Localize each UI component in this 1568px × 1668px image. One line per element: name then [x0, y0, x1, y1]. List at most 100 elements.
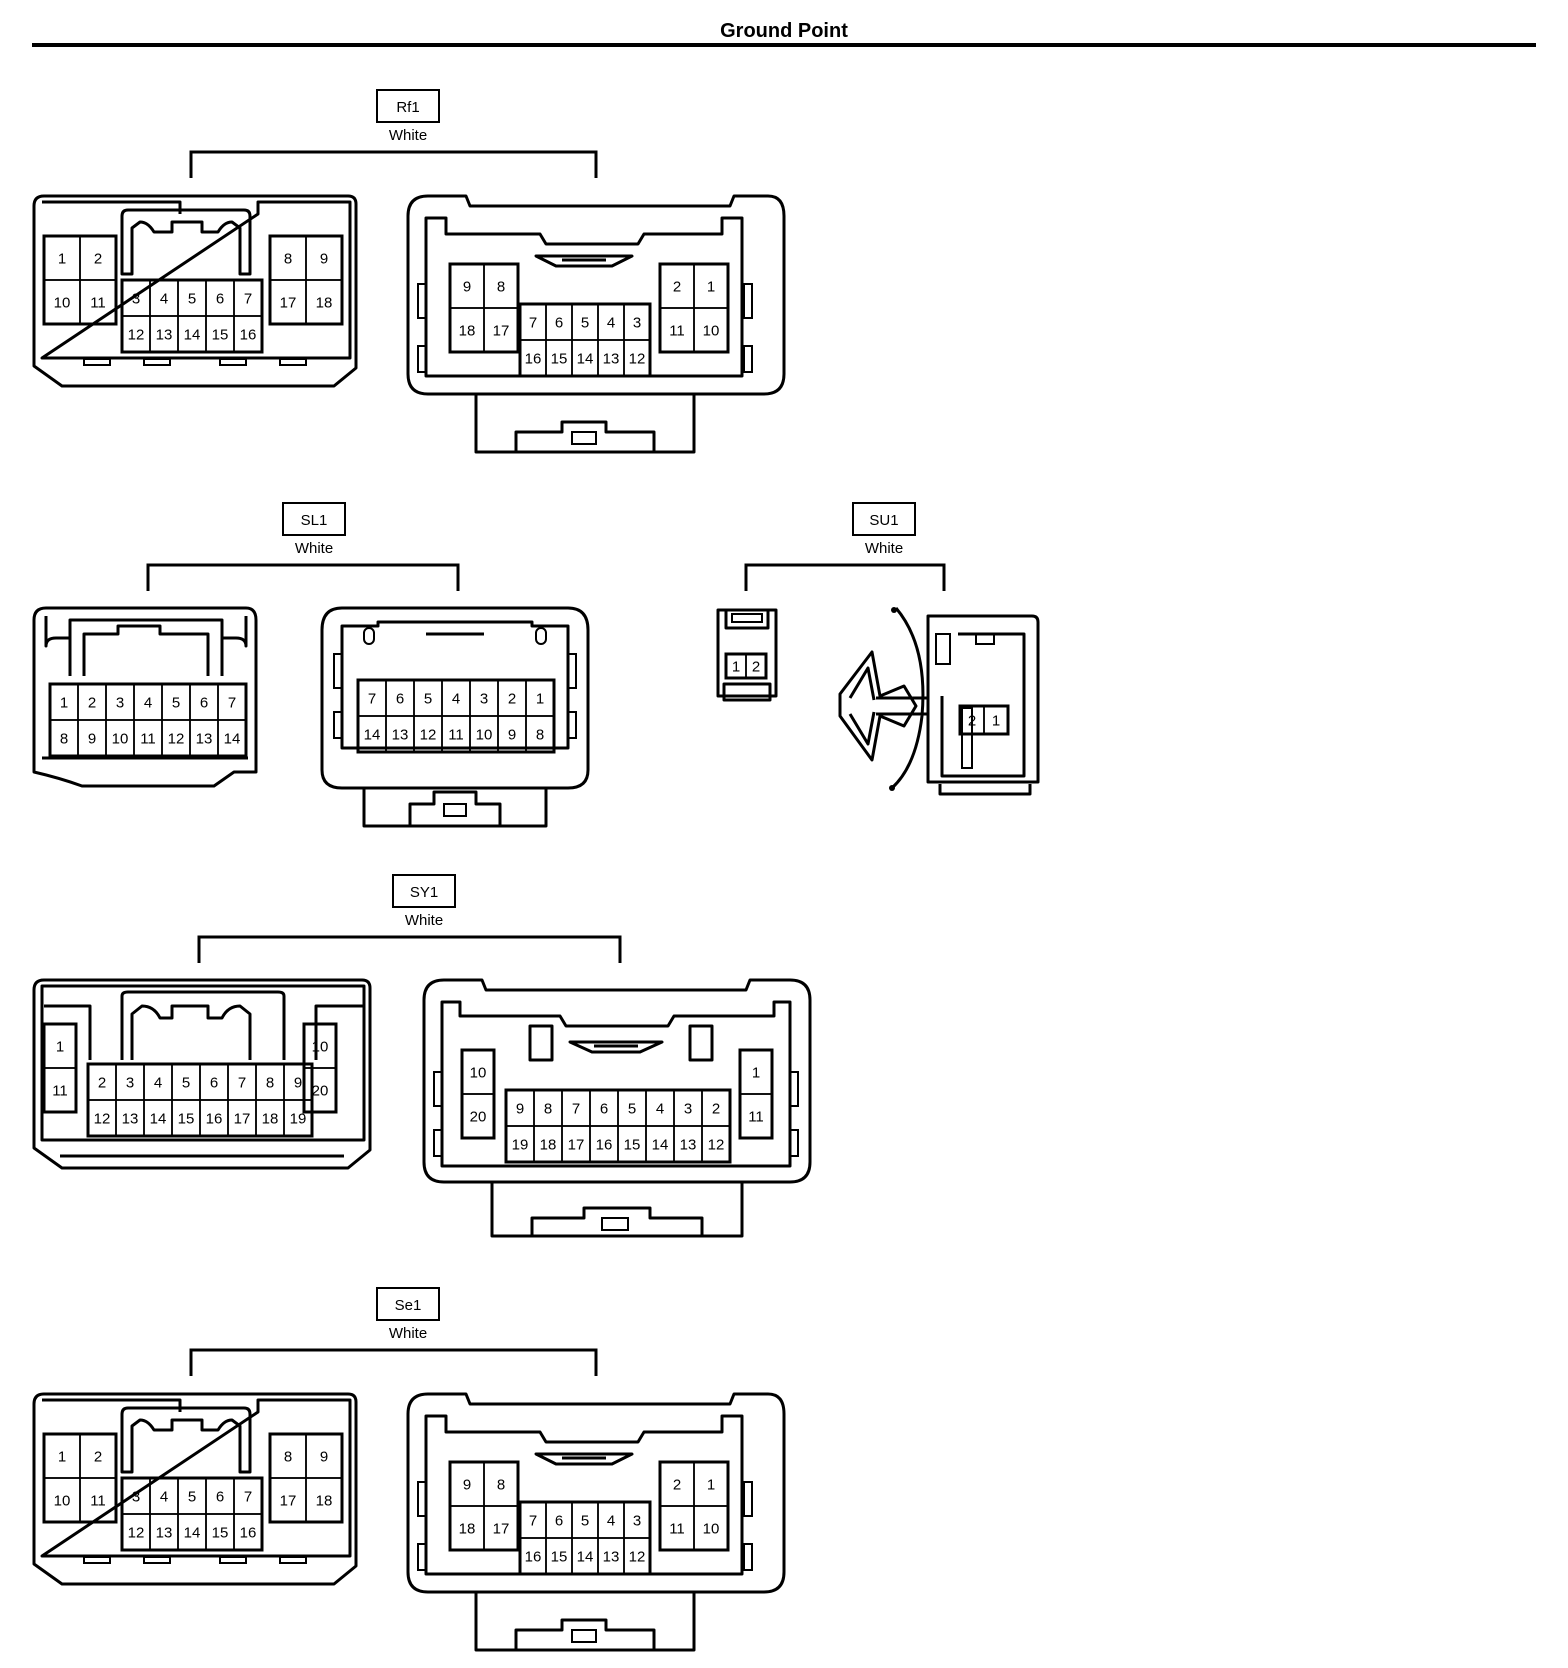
lock-base: [490, 1182, 744, 1238]
pin-18: 18: [316, 295, 333, 312]
latch-inner: [130, 1004, 252, 1060]
housing-inner: [940, 632, 1026, 778]
pin-11: 11: [669, 1521, 685, 1538]
pin-6: 6: [555, 1513, 563, 1530]
pin-11: 11: [90, 295, 106, 312]
pin-8: 8: [284, 1449, 292, 1466]
side-key: [417, 1481, 427, 1517]
pin-5: 5: [424, 691, 432, 708]
pin-2: 2: [712, 1101, 720, 1118]
pin-6: 6: [396, 691, 404, 708]
pin-cell: [43, 1067, 77, 1113]
pin-4: 4: [607, 315, 615, 332]
lock-base: [474, 394, 696, 454]
pin-cell: [745, 653, 767, 679]
pin-1: 1: [58, 251, 66, 268]
pin-5: 5: [581, 315, 589, 332]
pin-cell: [983, 705, 1009, 735]
housing-outline: [32, 978, 372, 1170]
connector-id: Se1: [395, 1297, 422, 1314]
pin-11: 11: [448, 727, 464, 744]
pin-4: 4: [607, 1513, 615, 1530]
pin-14: 14: [184, 1525, 201, 1542]
latch: [120, 990, 286, 1060]
pin-9: 9: [516, 1101, 524, 1118]
housing-outline: [716, 608, 778, 698]
pin-10: 10: [476, 727, 493, 744]
lock-key: [443, 803, 467, 817]
latch-hole: [535, 627, 547, 645]
connector-id-box: [376, 1287, 440, 1321]
pin-4: 4: [452, 691, 460, 708]
pin-12: 12: [94, 1111, 111, 1128]
base: [938, 784, 1032, 796]
pin-14: 14: [577, 351, 594, 368]
bracket: [189, 1348, 598, 1376]
connector-color: White: [865, 540, 903, 557]
pin-cell: [217, 719, 247, 757]
pin-3: 3: [132, 1489, 140, 1506]
pin-2: 2: [88, 695, 96, 712]
guide: [528, 1024, 554, 1062]
pin-8: 8: [544, 1101, 552, 1118]
side-key: [935, 633, 951, 665]
pin-16: 16: [596, 1137, 613, 1154]
pin-cell: [483, 1505, 519, 1551]
pin-1: 1: [536, 691, 544, 708]
housing-outline: [926, 614, 1040, 784]
housing-inner: [340, 620, 570, 750]
pin-18: 18: [316, 1493, 333, 1510]
connector-color: White: [389, 1325, 427, 1342]
side-key: [433, 1129, 443, 1157]
pin-1: 1: [56, 1039, 64, 1056]
pin-8: 8: [536, 727, 544, 744]
pin-1: 1: [60, 695, 68, 712]
pin-4: 4: [656, 1101, 664, 1118]
pin-4: 4: [160, 291, 168, 308]
pin-17: 17: [234, 1111, 251, 1128]
pin-11: 11: [52, 1083, 68, 1100]
pin-18: 18: [540, 1137, 557, 1154]
guide: [961, 707, 973, 769]
pin-5: 5: [628, 1101, 636, 1118]
pin-11: 11: [90, 1493, 106, 1510]
side-key: [789, 1129, 799, 1157]
pin-16: 16: [525, 351, 542, 368]
connector-id: SL1: [301, 512, 328, 529]
side-key: [743, 1543, 753, 1571]
pin-3: 3: [480, 691, 488, 708]
pin-5: 5: [188, 291, 196, 308]
side-key: [333, 653, 343, 689]
pin-7: 7: [572, 1101, 580, 1118]
pin-13: 13: [603, 1549, 620, 1566]
connector-id: SU1: [869, 512, 898, 529]
pin-2: 2: [508, 691, 516, 708]
pin-14: 14: [364, 727, 381, 744]
bottom-tab: [83, 358, 111, 366]
bottom-tab: [219, 1556, 247, 1564]
pin-9: 9: [320, 251, 328, 268]
pin-12: 12: [629, 351, 646, 368]
lock-key: [601, 1217, 629, 1231]
pin-4: 4: [144, 695, 152, 712]
pin-7: 7: [244, 1489, 252, 1506]
pin-cell: [623, 339, 651, 377]
pin-cell: [305, 1477, 343, 1523]
pin-2: 2: [752, 659, 760, 676]
pin-6: 6: [216, 1489, 224, 1506]
pin-14: 14: [184, 327, 201, 344]
bracket: [197, 935, 622, 963]
pin-15: 15: [624, 1137, 641, 1154]
housing-outline: [32, 194, 358, 388]
side-key: [417, 283, 427, 319]
pin-17: 17: [493, 1521, 510, 1538]
pin-12: 12: [168, 731, 185, 748]
lock-tab: [514, 420, 656, 452]
pin-5: 5: [172, 695, 180, 712]
pin-8: 8: [497, 1477, 505, 1494]
pin-3: 3: [633, 1513, 641, 1530]
lock-base: [362, 788, 548, 828]
